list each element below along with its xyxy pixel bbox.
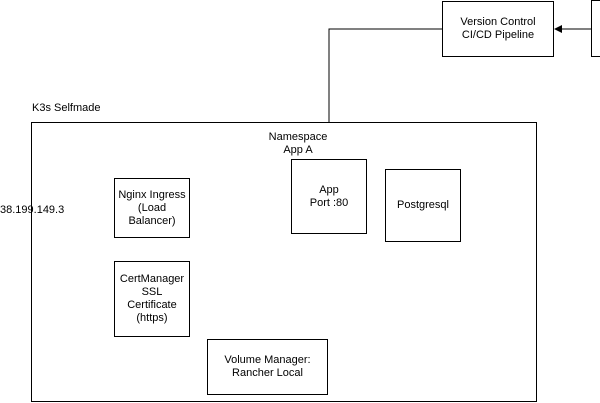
app-node[interactable]: App Port :80 — [291, 159, 367, 234]
nginx-ingress-node[interactable]: Nginx Ingress (Load Balancer) — [114, 178, 190, 238]
version-control-node[interactable]: Version Control CI/CD Pipeline — [442, 1, 554, 57]
external-ip-label: 38.199.149.3 — [0, 204, 65, 216]
edge-version-control-to-app — [325, 28, 442, 159]
volume-manager-node[interactable]: Volume Manager: Rancher Local — [207, 339, 328, 395]
cert-manager-node[interactable]: CertManager SSL Certificate (https) — [114, 261, 190, 337]
namespace-label: Namespace App A — [268, 131, 328, 156]
postgresql-node[interactable]: Postgresql — [385, 169, 461, 242]
offscreen-box — [591, 0, 600, 57]
cluster-label: K3s Selfmade — [32, 102, 101, 114]
